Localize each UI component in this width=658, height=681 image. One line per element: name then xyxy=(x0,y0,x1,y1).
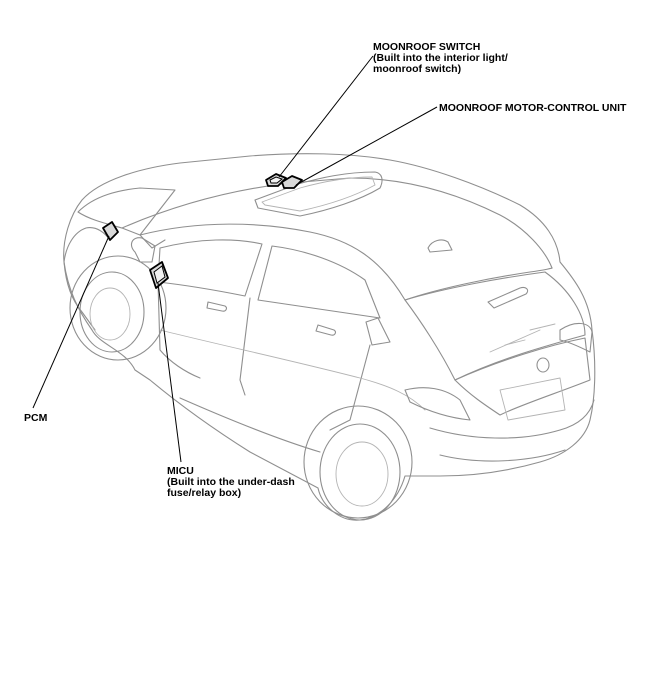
micu-component xyxy=(149,261,169,289)
rear-door-seam xyxy=(329,344,371,431)
vehicle-body-outline xyxy=(63,153,596,521)
moonroof-motor-control-unit-label: MOONROOF MOTOR-CONTROL UNIT xyxy=(439,103,626,114)
moonroof-switch-label-line1: MOONROOF SWITCH xyxy=(373,41,481,53)
moonroof-glass-inner xyxy=(261,176,376,212)
moonroof-switch-label-line2: (Built into the interior light/ xyxy=(373,52,508,64)
front-wheel-rim xyxy=(89,287,131,341)
rear-hatch-lower xyxy=(454,337,591,416)
front-wheel-arch xyxy=(69,255,167,361)
vehicle-roof-left-edge xyxy=(139,223,406,301)
micu-label-line2: (Built into the under-dash xyxy=(167,476,295,488)
rear-badge-right xyxy=(529,323,556,331)
windshield xyxy=(77,187,176,236)
rear-door-window xyxy=(257,245,381,319)
front-fender xyxy=(63,227,111,263)
rear-badge-left xyxy=(504,339,526,346)
rocker-panel xyxy=(179,397,321,453)
vehicle-roof-rear-edge xyxy=(404,267,553,301)
a-pillar xyxy=(139,234,166,249)
micu-label-line1: MICU xyxy=(167,465,194,477)
rear-spoiler xyxy=(487,286,529,309)
moonroof-switch-leader xyxy=(278,55,374,178)
front-door-handle xyxy=(206,301,227,312)
right-tail-light xyxy=(559,322,593,353)
front-door-window xyxy=(157,239,263,297)
vehicle-illustration xyxy=(63,153,596,521)
left-tail-light xyxy=(404,387,471,421)
rear-emblem xyxy=(536,357,550,373)
side-character-line xyxy=(159,329,426,411)
pcm-label: PCM xyxy=(24,413,47,424)
micu-leader xyxy=(157,282,182,463)
side-mirror xyxy=(130,237,156,263)
front-tire xyxy=(79,271,145,353)
rear-tire xyxy=(319,423,401,521)
rear-bumper-lower xyxy=(439,449,566,462)
license-plate-recess xyxy=(499,377,566,421)
rear-bumper xyxy=(429,399,595,439)
pcm-component xyxy=(102,221,119,241)
b-pillar-seam xyxy=(239,297,251,396)
rear-wheel-rim xyxy=(335,441,389,507)
rear-wheel-arch xyxy=(303,405,413,519)
roof-antenna xyxy=(427,239,453,253)
moonroof-glass xyxy=(254,171,383,217)
micu-label: MICU (Built into the under-dash fuse/rel… xyxy=(167,466,295,499)
pcm-leader xyxy=(32,235,110,409)
vehicle-roof-line xyxy=(121,177,553,269)
front-door-seam xyxy=(157,281,201,379)
moonroof-switch-label: MOONROOF SWITCH (Built into the interior… xyxy=(373,42,508,75)
moonroof-motor-control-unit-label-line1: MOONROOF MOTOR-CONTROL UNIT xyxy=(439,102,627,114)
pcm-label-line1: PCM xyxy=(24,412,48,424)
moonroof-switch-label-line3: moonroof switch) xyxy=(373,63,462,75)
moonroof-motor-unit-leader xyxy=(295,106,438,186)
micu-label-line3: fuse/relay box) xyxy=(167,487,242,499)
rear-hatch-glass xyxy=(404,271,586,381)
rear-wiper xyxy=(489,329,541,353)
quarter-window xyxy=(365,317,391,346)
rear-door-handle xyxy=(315,324,336,336)
